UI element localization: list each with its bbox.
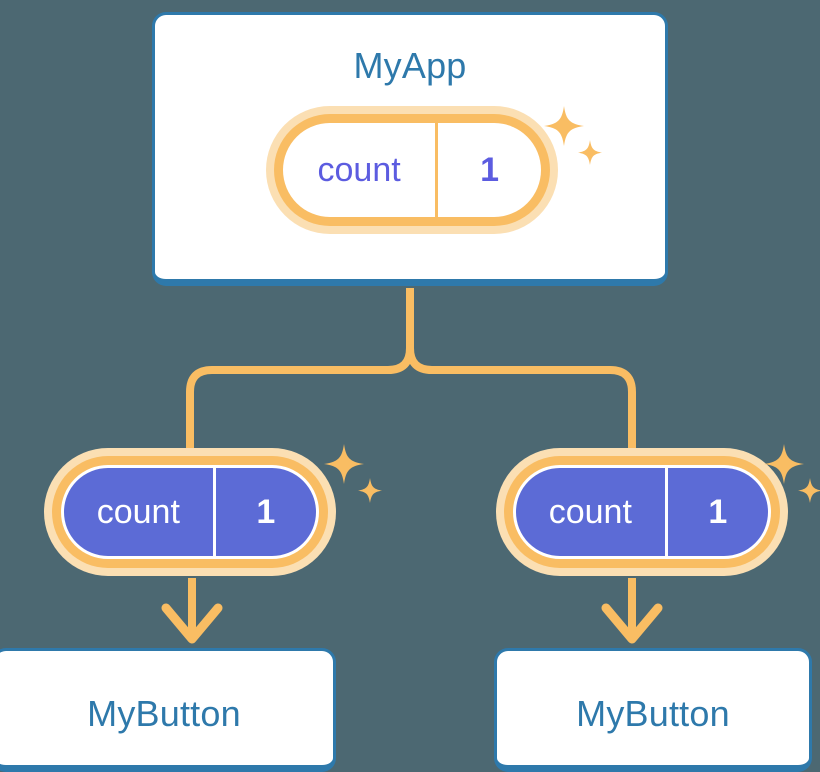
pill-body: count 1: [513, 465, 771, 559]
connector-branch-right: [406, 344, 636, 456]
pill-body: count 1: [283, 123, 541, 217]
state-key-label: count: [317, 150, 401, 189]
state-pill-child-left[interactable]: count 1: [44, 448, 336, 576]
component-label: MyButton: [576, 693, 730, 734]
state-value-label: 1: [212, 468, 316, 556]
state-value-label: 1: [664, 468, 768, 556]
pill-body: count 1: [61, 465, 319, 559]
component-card-mybutton-left[interactable]: MyButton: [0, 648, 336, 772]
state-pill-child-right[interactable]: count 1: [496, 448, 788, 576]
state-pill-root[interactable]: count 1: [266, 106, 558, 234]
arrow-head-left: [161, 603, 223, 644]
component-label: MyButton: [87, 693, 241, 734]
state-value-label: 1: [435, 123, 541, 217]
arrow-head-right: [601, 603, 663, 644]
page-title: MyApp: [353, 45, 467, 86]
component-card-mybutton-right[interactable]: MyButton: [494, 648, 812, 772]
state-key-label: count: [548, 492, 632, 531]
connector-branch-left: [186, 344, 414, 456]
state-key-label: count: [96, 492, 180, 531]
